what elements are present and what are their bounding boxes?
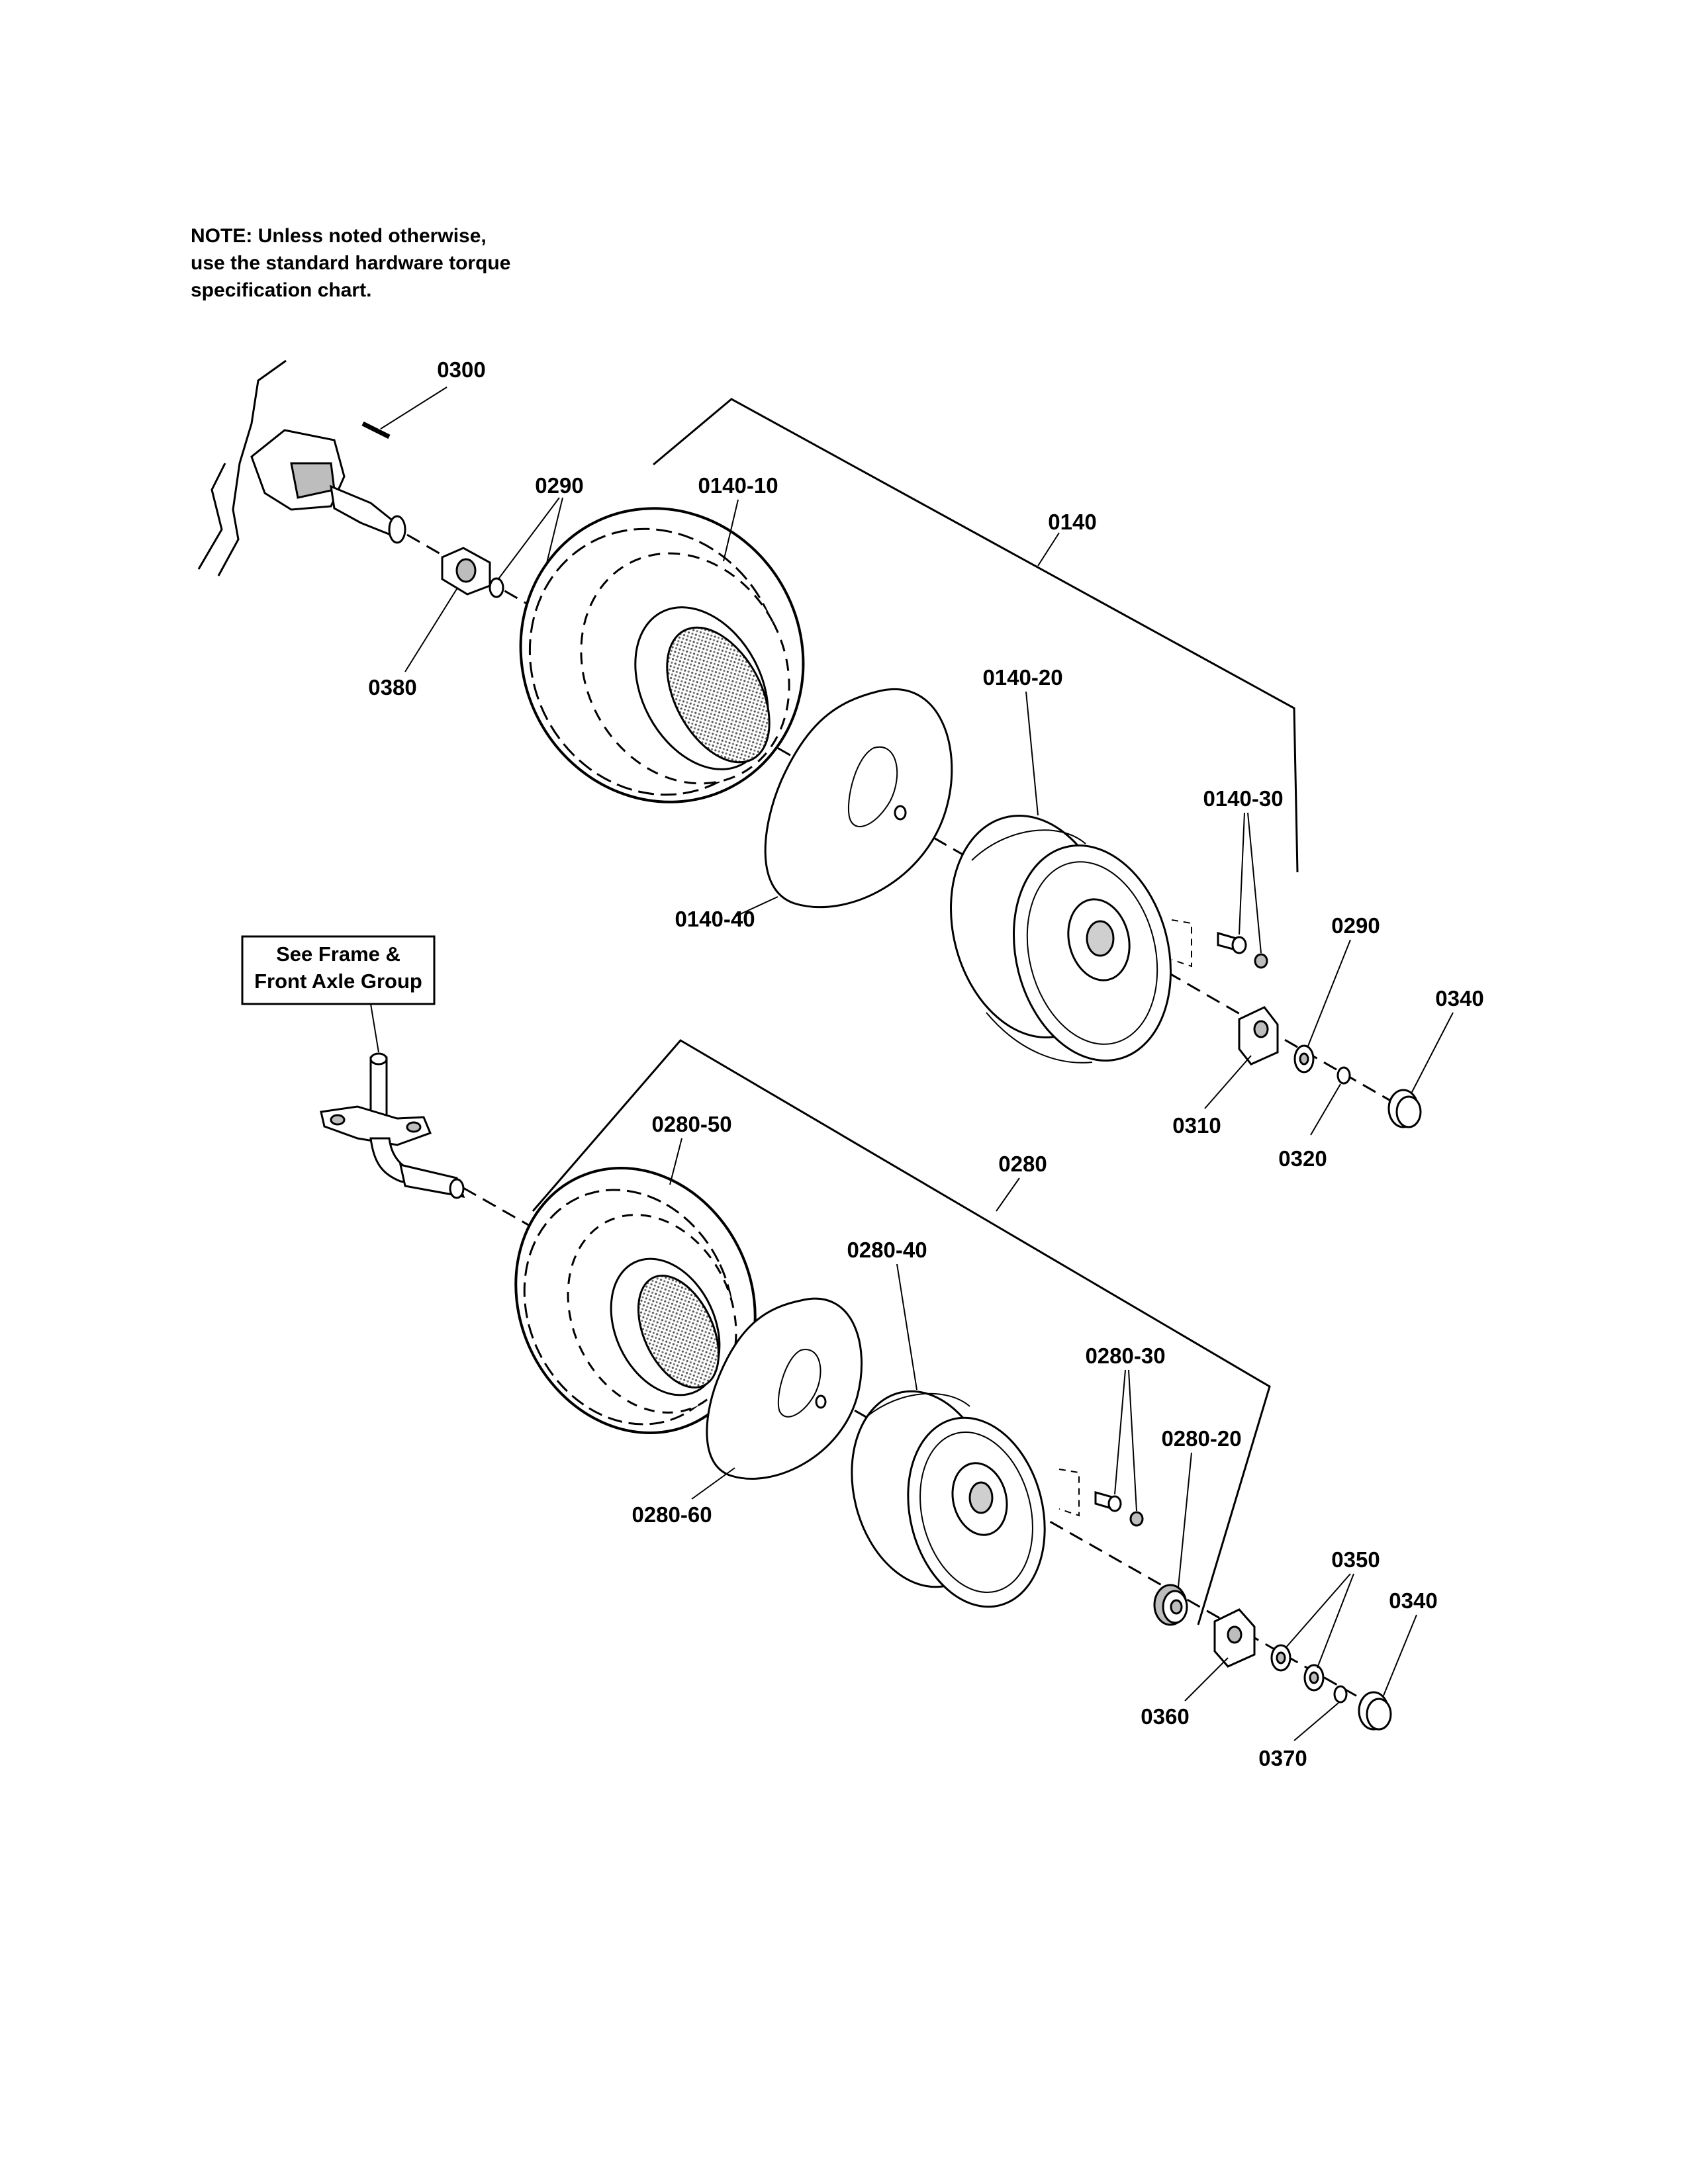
- leader-0340-bottom: [1383, 1614, 1417, 1696]
- leader-0140-40: [734, 896, 778, 917]
- leader-0350: [1285, 1573, 1351, 1649]
- hub-cap: [1387, 1089, 1422, 1128]
- callout-0360: 0360: [1141, 1704, 1189, 1729]
- leader-0290: [497, 497, 560, 580]
- axle-bracket: [1238, 1006, 1279, 1066]
- spring-pin: [361, 421, 391, 439]
- leader-0280-40: [896, 1263, 917, 1390]
- retaining-ring: [1333, 1685, 1348, 1704]
- callout-0280-50: 0280-50: [651, 1112, 731, 1136]
- leader-0380: [404, 588, 457, 672]
- leader-0320: [1310, 1083, 1341, 1136]
- transaxle-housing: [197, 359, 406, 576]
- leader-0290-right: [1307, 939, 1351, 1048]
- rear-tire: [519, 507, 805, 803]
- bearing-flange: [441, 547, 491, 596]
- callout-0280-30: 0280-30: [1085, 1343, 1165, 1368]
- callout-0140-20: 0140-20: [982, 665, 1062, 690]
- callout-0380: 0380: [368, 675, 416, 700]
- leader-0370: [1293, 1702, 1339, 1741]
- assembly-bracket-0140: [653, 398, 1299, 873]
- hub-cap: [1358, 1691, 1392, 1731]
- callout-labels: 0300 0290 0140-10 0140 0380 0140-20 0140…: [368, 357, 1483, 1770]
- leader-0140-20: [1025, 691, 1039, 816]
- leader-0280-60: [691, 1467, 735, 1500]
- callout-0140-10: 0140-10: [698, 473, 778, 498]
- leader-0280-30: [1114, 1369, 1126, 1495]
- leader-0280-30: [1128, 1369, 1137, 1512]
- rear-wheel-assembly: [197, 359, 1454, 1136]
- leader-0280-20: [1178, 1452, 1192, 1588]
- rear-wheel-rim: [950, 815, 1172, 1064]
- assembly-bracket-0280: [532, 1039, 1271, 1625]
- callout-0290-top: 0290: [535, 473, 583, 498]
- front-tire: [514, 1167, 757, 1434]
- note-line-1: NOTE: Unless noted otherwise,: [191, 225, 487, 247]
- leader-0140-30: [1247, 812, 1262, 954]
- leader-0140: [1037, 532, 1060, 567]
- rear-inner-tube: [764, 688, 953, 909]
- callout-0140-40: 0140-40: [675, 907, 755, 931]
- torque-note: NOTE: Unless noted otherwise, use the st…: [191, 222, 654, 304]
- leader-0310: [1204, 1055, 1252, 1109]
- callout-0300: 0300: [437, 357, 485, 382]
- callout-0320: 0320: [1278, 1146, 1327, 1171]
- leader-0300: [380, 387, 447, 430]
- front-spindle: [320, 1052, 465, 1199]
- callout-0340-top: 0340: [1435, 986, 1483, 1011]
- rear-valve-stem: [1171, 919, 1268, 969]
- leader-0360: [1184, 1657, 1229, 1702]
- callout-0280-60: 0280-60: [632, 1502, 712, 1527]
- axle-bracket: [1213, 1608, 1256, 1668]
- callout-0140-30: 0140-30: [1203, 786, 1283, 811]
- leader-0140-10: [723, 499, 739, 562]
- front-valve-stem: [1058, 1469, 1144, 1527]
- leader-0280: [996, 1177, 1020, 1212]
- note-line-3: specification chart.: [191, 279, 372, 301]
- washer: [489, 577, 504, 598]
- callout-0350: 0350: [1331, 1547, 1380, 1572]
- reference-line-2: Front Axle Group: [254, 970, 422, 993]
- note-line-2: use the standard hardware torque: [191, 252, 511, 274]
- callout-0370: 0370: [1258, 1746, 1307, 1770]
- see-frame-reference-box: See Frame & Front Axle Group: [241, 935, 436, 1053]
- callout-0280: 0280: [998, 1152, 1047, 1176]
- leader-0140-30: [1239, 812, 1245, 935]
- leader-0340: [1411, 1012, 1454, 1094]
- leader-0280-50: [669, 1138, 682, 1185]
- callout-0310: 0310: [1172, 1113, 1221, 1138]
- callout-0140: 0140: [1048, 510, 1096, 534]
- front-wheel-rim: [851, 1390, 1046, 1608]
- callout-0340-bottom: 0340: [1389, 1588, 1437, 1613]
- callout-0290-right: 0290: [1331, 913, 1380, 938]
- callout-0280-40: 0280-40: [847, 1238, 927, 1262]
- leader-0350: [1317, 1573, 1354, 1668]
- callout-0280-20: 0280-20: [1161, 1426, 1241, 1451]
- front-wheel-assembly: [320, 1039, 1417, 1741]
- retaining-ring: [1336, 1066, 1351, 1085]
- front-inner-tube: [706, 1297, 863, 1480]
- flange-bearing: [1153, 1584, 1188, 1626]
- reference-line-1: See Frame &: [276, 942, 400, 966]
